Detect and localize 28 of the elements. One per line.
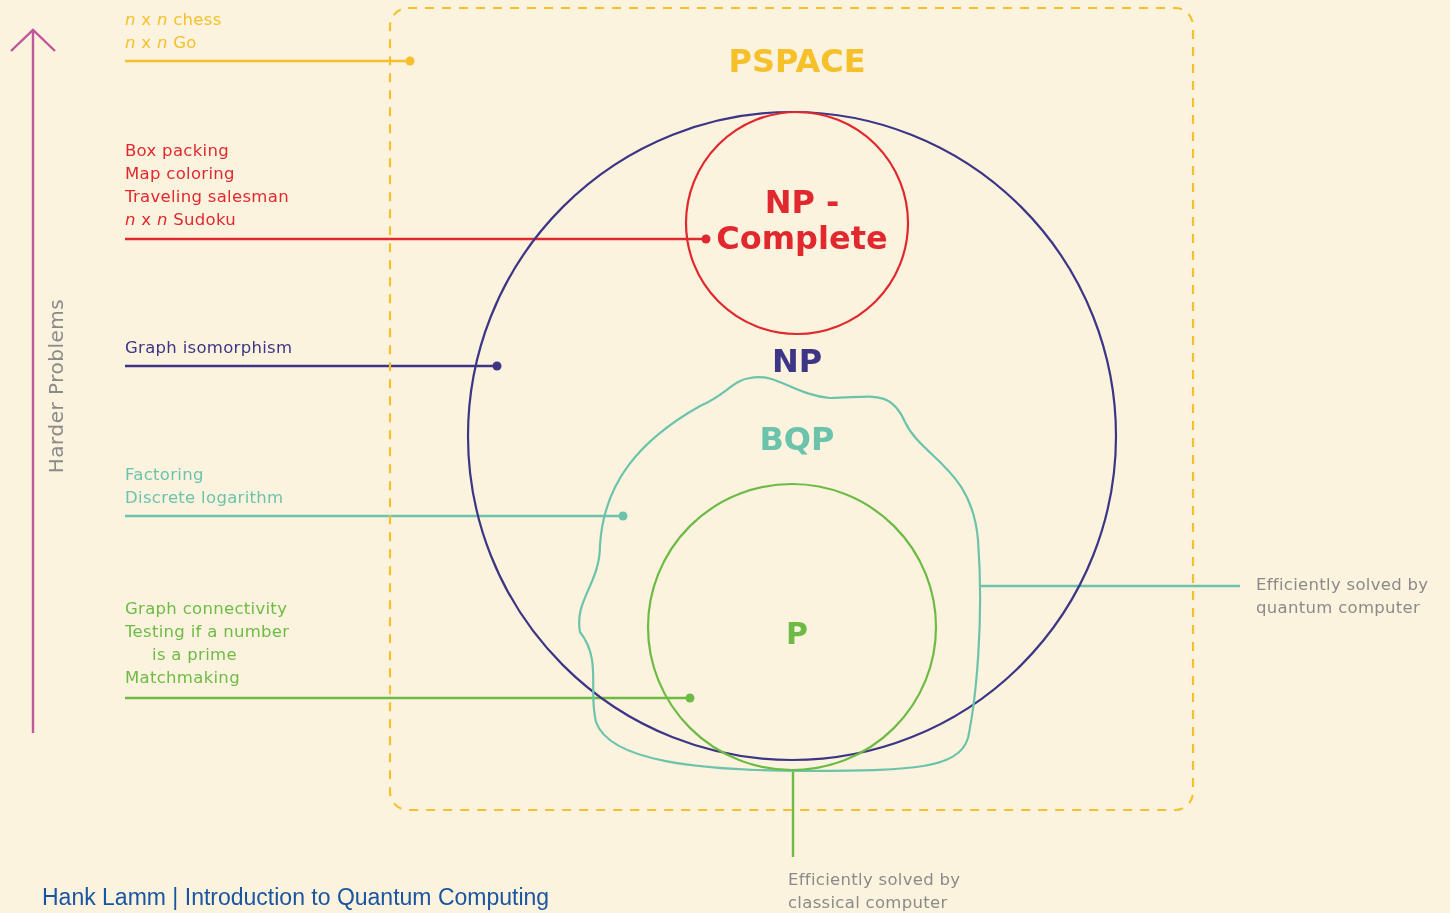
problem-text: Efficiently solved by quantum computer — [1256, 574, 1430, 619]
problem-text: n x n chess — [125, 9, 223, 31]
problem-text: Matchmaking — [125, 667, 241, 689]
problem-text: Map coloring — [125, 163, 236, 185]
leader-line — [125, 511, 628, 521]
class-label: NP — [771, 344, 823, 380]
problem-text: Traveling salesman — [125, 186, 290, 208]
leader-line — [125, 693, 695, 703]
caption: Hank Lamm | Introduction to Quantum Computing — [42, 884, 550, 911]
leader-line — [125, 56, 415, 66]
problem-text: Testing if a number is a prime — [125, 621, 291, 666]
class-label: P — [786, 617, 808, 651]
problem-text: Factoring — [125, 464, 205, 486]
class-label: BQP — [759, 422, 835, 458]
class-label: NP - Complete — [715, 185, 889, 257]
problem-text: Box packing — [125, 140, 230, 162]
axis-label: Harder Problems — [44, 298, 68, 474]
class-label: PSPACE — [728, 44, 866, 80]
problem-text: Graph connectivity — [125, 598, 289, 620]
leader-line — [980, 584, 1240, 588]
leader-line — [791, 771, 795, 857]
problem-text: Discrete logarithm — [125, 487, 285, 509]
problem-text: Graph isomorphism — [125, 337, 294, 359]
problem-text: n x n Go — [125, 32, 198, 54]
leader-line — [125, 234, 711, 244]
leader-line — [125, 361, 502, 371]
problem-text: Efficiently solved by classical computer — [788, 869, 962, 913]
problem-text: n x n Sudoku — [125, 209, 238, 231]
